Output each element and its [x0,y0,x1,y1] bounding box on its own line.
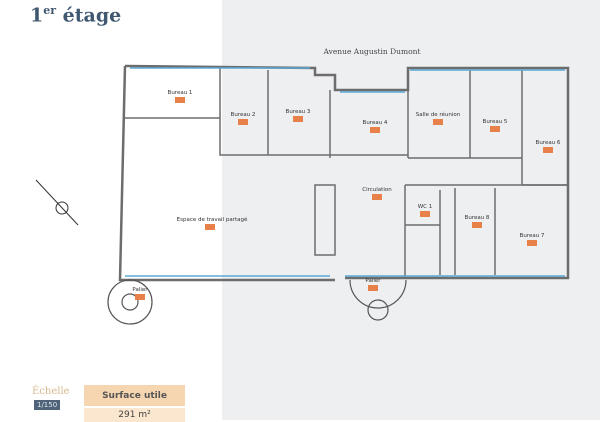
north-arrow-icon [35,179,79,226]
room-salle-reunion: Salle de réunion [416,111,461,118]
scale-label: Échelle [32,386,70,397]
room-bureau-8: Bureau 8 [465,215,490,221]
room-bureau-6: Bureau 6 [536,140,561,146]
room-circulation: Circulation [362,187,392,193]
scale-value: 1/150 [34,400,61,410]
room-bureau-4: Bureau 4 [363,120,388,126]
street-name: Avenue Augustin Dumont [323,47,421,56]
room-bureau-3: Bureau 3 [286,109,311,115]
room-bureau-1: Bureau 1 [168,90,193,96]
page-title: 1er étage [30,4,122,27]
walls [118,64,570,282]
windows [125,67,565,277]
room-bureau-2: Bureau 2 [231,112,256,118]
room-wc-1: WC 1 [418,204,433,210]
room-tags [135,97,553,300]
room-palier: Palier [365,278,381,284]
staircases [107,279,407,325]
surface-label: Surface utile [84,385,185,406]
room-bureau-5: Bureau 5 [483,119,508,125]
room-espace-partage: Espace de travail partagé [177,216,248,223]
room-bureau-7: Bureau 7 [520,233,545,239]
room-palier-left: Palier [132,287,148,293]
surface-value: 291 m² [84,408,185,422]
